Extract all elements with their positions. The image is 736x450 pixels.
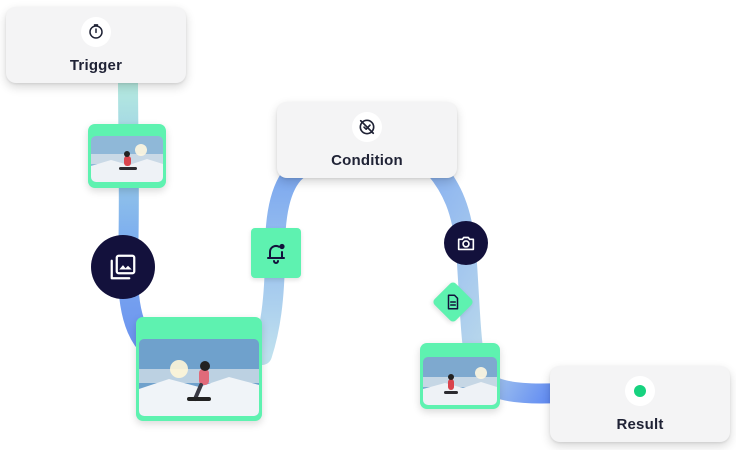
photo-library-icon bbox=[110, 254, 136, 280]
timer-icon bbox=[89, 23, 103, 39]
thumbnail-large[interactable] bbox=[136, 317, 262, 421]
camera-badge[interactable] bbox=[444, 221, 488, 265]
path-condition-to-result bbox=[425, 158, 570, 404]
document-badge[interactable] bbox=[431, 280, 475, 324]
disabled-check-icon bbox=[359, 119, 375, 134]
thumbnail-small-bottom[interactable] bbox=[420, 343, 500, 409]
camera-icon bbox=[457, 236, 475, 251]
snowboarder-photo bbox=[91, 136, 163, 182]
trigger-label: Trigger bbox=[69, 56, 123, 74]
snowboarder-photo bbox=[423, 357, 497, 405]
gallery-badge[interactable] bbox=[91, 235, 155, 299]
thumbnail-small-top[interactable] bbox=[88, 124, 166, 188]
document-icon bbox=[447, 294, 459, 310]
trigger-node[interactable]: Trigger bbox=[6, 7, 186, 83]
condition-label: Condition bbox=[331, 151, 403, 169]
result-label: Result bbox=[616, 415, 664, 433]
notification-badge[interactable] bbox=[251, 228, 301, 278]
notification-bell-icon bbox=[267, 243, 285, 264]
condition-node[interactable]: Condition bbox=[277, 102, 457, 178]
snowboarder-photo bbox=[139, 339, 259, 416]
status-dot-icon bbox=[634, 384, 646, 397]
result-node[interactable]: Result bbox=[550, 366, 730, 442]
